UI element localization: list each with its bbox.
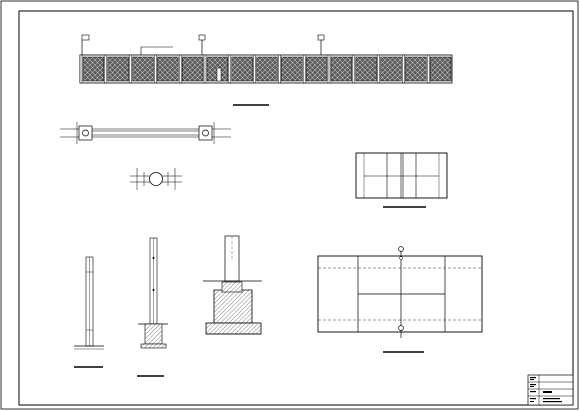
fence-panel bbox=[281, 56, 303, 82]
fence-panel bbox=[305, 56, 328, 82]
post-foundation-section bbox=[203, 235, 262, 335]
fence-panel bbox=[231, 56, 253, 82]
fence-panel bbox=[256, 56, 278, 82]
plan-post-right bbox=[198, 122, 215, 144]
post-2-footing bbox=[144, 323, 163, 345]
fence-elevation bbox=[79, 34, 453, 106]
fence-post bbox=[352, 54, 356, 84]
fence-panel bbox=[429, 56, 452, 82]
fence-post bbox=[79, 54, 83, 84]
fence-panel bbox=[181, 56, 204, 82]
fence-post bbox=[154, 54, 157, 84]
foundation-pier bbox=[213, 289, 253, 324]
leader-line bbox=[140, 46, 173, 55]
fence-panel bbox=[330, 56, 353, 82]
net-post-bottom bbox=[398, 325, 404, 331]
fence-post bbox=[402, 54, 405, 84]
lamp-post-left bbox=[81, 34, 90, 55]
title-block bbox=[527, 374, 574, 406]
fence-panel bbox=[132, 56, 154, 82]
net-post-top bbox=[398, 246, 404, 252]
fence-panel bbox=[82, 56, 105, 82]
foundation-base bbox=[205, 322, 262, 335]
fence-panels bbox=[79, 54, 452, 84]
post-connection-detail bbox=[130, 168, 182, 190]
fence-panel bbox=[107, 56, 129, 82]
fence-post bbox=[129, 54, 132, 84]
plan-post-left bbox=[76, 122, 93, 144]
court-plan-large bbox=[317, 246, 483, 353]
fence-post bbox=[178, 54, 182, 84]
fence-post bbox=[253, 54, 256, 84]
fence-panel bbox=[380, 56, 402, 82]
fence-post bbox=[104, 54, 108, 84]
fence-post bbox=[278, 54, 281, 84]
fence-panel bbox=[405, 56, 427, 82]
fence-panel bbox=[157, 56, 179, 82]
fence-post bbox=[302, 54, 306, 84]
fence-post bbox=[377, 54, 380, 84]
fence-plan-view bbox=[60, 122, 231, 144]
lamp-post-right bbox=[317, 34, 325, 55]
post-elevation-2 bbox=[137, 237, 168, 377]
post-elevation-1 bbox=[74, 256, 104, 368]
fence-panel bbox=[355, 56, 377, 82]
fence-post bbox=[228, 54, 232, 84]
fence-post bbox=[203, 54, 207, 84]
inner-sheet-border bbox=[18, 10, 574, 406]
lamp-post-middle bbox=[198, 34, 206, 55]
fence-post bbox=[426, 54, 430, 84]
court-plan-small bbox=[355, 152, 448, 208]
gate-marker bbox=[216, 67, 222, 82]
fence-post bbox=[327, 54, 331, 84]
